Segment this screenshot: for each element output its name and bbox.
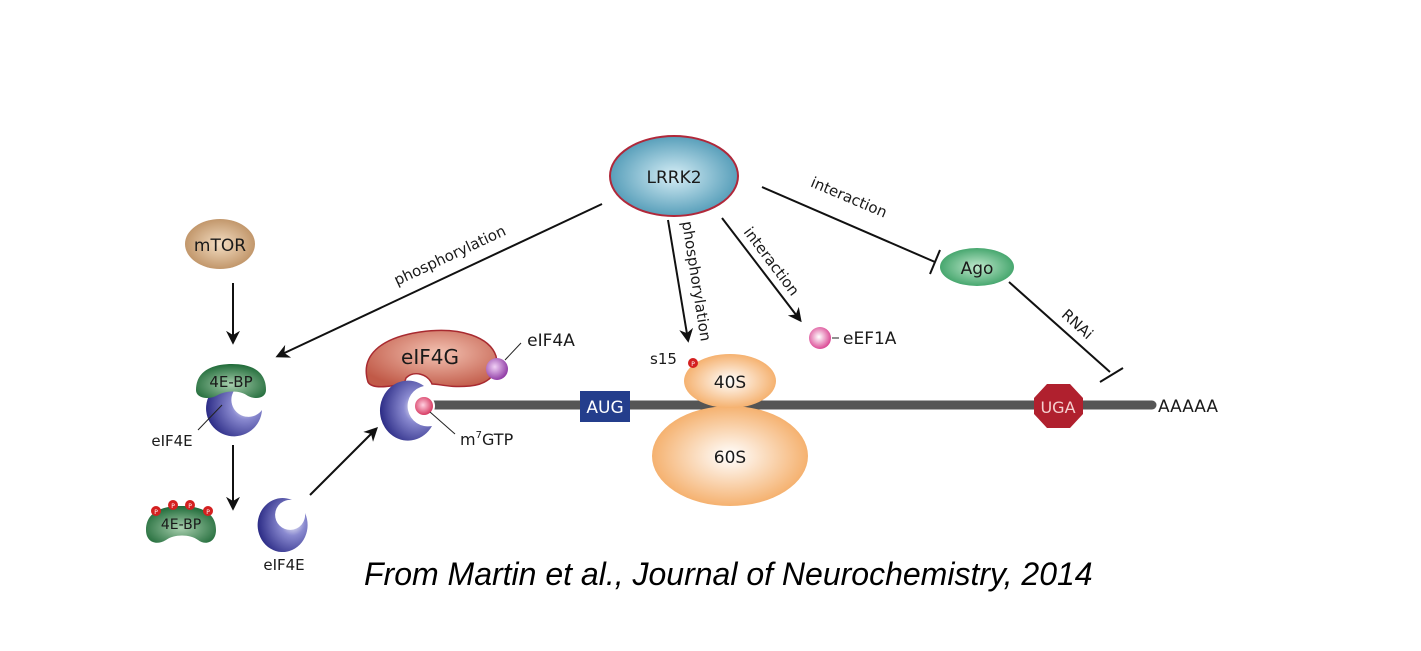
eif4a-shape bbox=[486, 358, 508, 380]
phospho-mark: P bbox=[206, 509, 210, 516]
s15-phospho-icon bbox=[688, 358, 698, 368]
eef1a-label: eEF1A bbox=[843, 329, 897, 349]
polya-tail-label: AAAAA bbox=[1158, 397, 1218, 417]
4ebp-phos-label: 4E-BP bbox=[161, 517, 201, 533]
phospho-mark: P bbox=[171, 503, 175, 510]
ribosome-40s bbox=[684, 354, 776, 408]
eif4e-bound-label: eIF4E bbox=[151, 432, 192, 450]
lrrk2-to-ago-label: interaction bbox=[808, 173, 890, 221]
eif4e-cap-shape bbox=[379, 380, 432, 441]
mtor-node: mTOR bbox=[185, 219, 255, 269]
4ebp-phosphorylated: 4E-BP P P P P bbox=[146, 500, 216, 543]
lrrk2-to-s15-arrow bbox=[667, 219, 694, 343]
ago-node: Ago bbox=[940, 248, 1014, 286]
eif4e-free-label: eIF4E bbox=[263, 556, 304, 574]
eif4a-label: eIF4A bbox=[527, 331, 575, 351]
lrrk2-to-eef1a-label: interaction bbox=[740, 224, 803, 300]
eif4e-to-cap-arrow bbox=[309, 427, 378, 496]
eef1a-node: eEF1A bbox=[809, 327, 897, 349]
phospho-markers: P P P P bbox=[151, 500, 213, 516]
phospho-mark: P bbox=[691, 361, 695, 368]
4ebp-shape bbox=[196, 364, 266, 398]
ago-to-mrna-label: RNAi bbox=[1058, 306, 1097, 344]
ribosome: 60S 40S bbox=[652, 354, 808, 506]
ribosome-40s-label: 40S bbox=[714, 373, 746, 393]
phospho-mark: P bbox=[154, 509, 158, 516]
inhibit-bar bbox=[1099, 367, 1124, 383]
4ebp-eif4e-complex: 4E-BP eIF4E bbox=[151, 364, 266, 450]
s15-site: s15 P bbox=[650, 350, 698, 368]
4ebp-label: 4E-BP bbox=[209, 373, 252, 391]
lrrk2-node: LRRK2 bbox=[609, 135, 739, 217]
uga-label: UGA bbox=[1040, 398, 1075, 417]
eif4e-bound-shape bbox=[206, 380, 262, 437]
uga-codon: UGA bbox=[1034, 384, 1083, 428]
ribosome-60s-label: 60S bbox=[714, 448, 746, 468]
ago-to-mrna-inhibit bbox=[1008, 281, 1111, 373]
phospho-mark: P bbox=[188, 503, 192, 510]
lrrk2-to-eef1a-arrow bbox=[721, 217, 802, 323]
s15-label: s15 bbox=[650, 350, 677, 368]
m7gtp-label: m7GTP bbox=[460, 430, 514, 449]
aug-codon: AUG bbox=[580, 391, 630, 422]
m7gtp-shape bbox=[413, 395, 435, 417]
eif4e-free: eIF4E bbox=[257, 498, 308, 574]
lrrk2-label: LRRK2 bbox=[646, 168, 701, 188]
lrrk2-to-4ebp-arrow bbox=[275, 203, 603, 358]
ribosome-60s bbox=[652, 406, 808, 506]
aug-label: AUG bbox=[586, 398, 623, 418]
figure-caption: From Martin et al., Journal of Neurochem… bbox=[364, 556, 1093, 592]
inhibit-bar bbox=[929, 249, 941, 275]
cap-complex: eIF4G eIF4A m7GTP bbox=[365, 329, 575, 449]
eif4g-shape bbox=[365, 329, 498, 388]
lrrk2-to-s15-label: phosphorylation bbox=[678, 220, 715, 343]
ago-label: Ago bbox=[961, 259, 994, 279]
mtor-label: mTOR bbox=[194, 236, 246, 256]
eif4g-label: eIF4G bbox=[401, 345, 459, 369]
lrrk2-to-ago-inhibit bbox=[761, 186, 936, 263]
